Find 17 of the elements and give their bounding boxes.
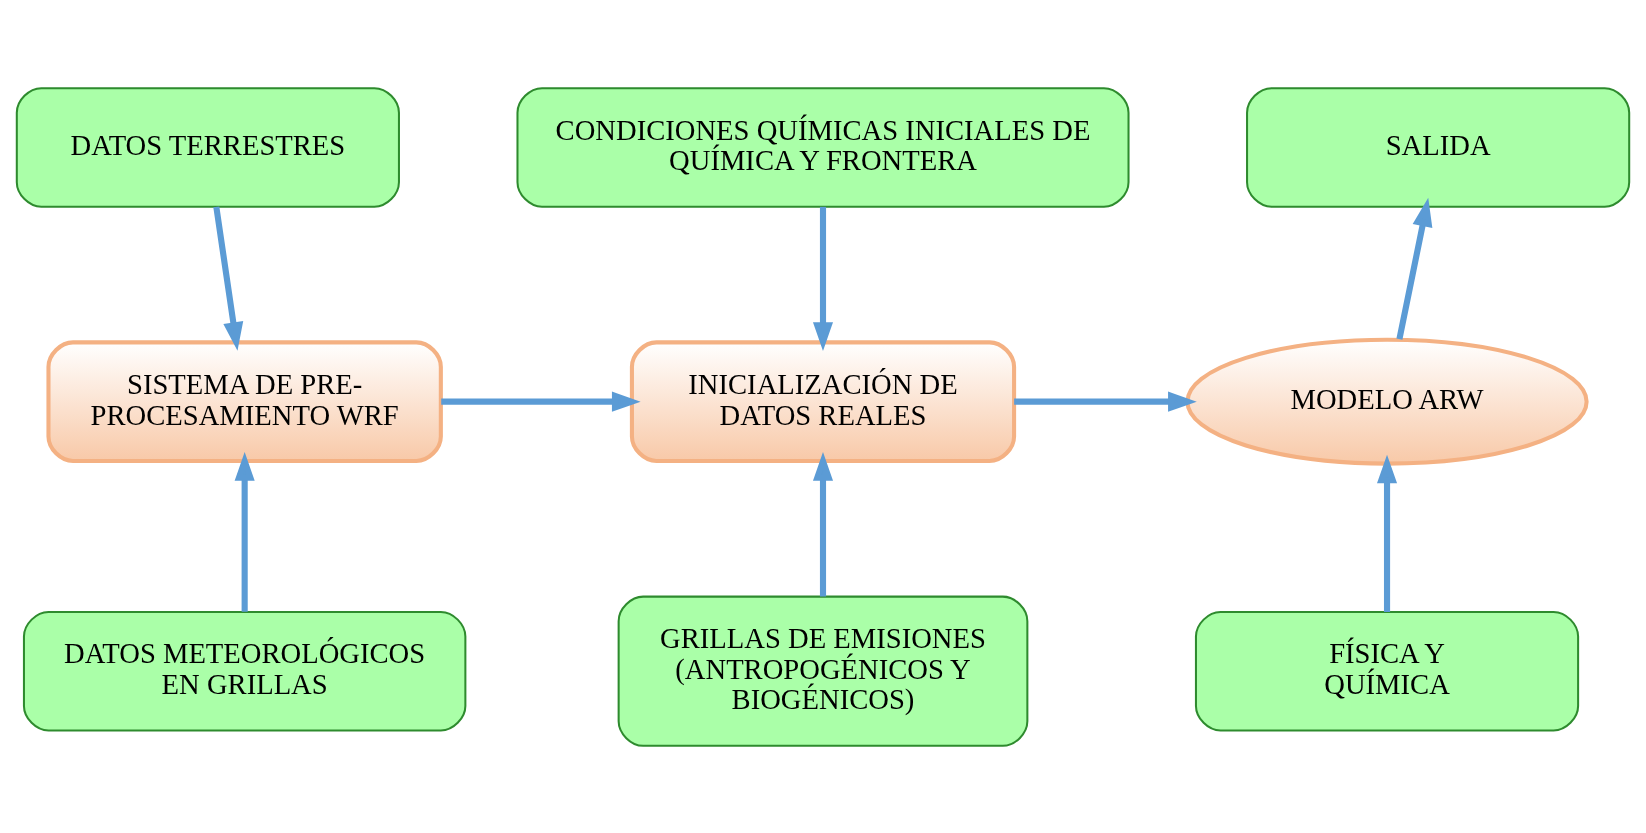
arrow <box>812 451 834 596</box>
node-box: INICIALIZACIÓN DE DATOS REALES <box>629 339 1017 463</box>
node-box: SALIDA <box>1246 86 1631 208</box>
arrow <box>812 206 834 351</box>
arrow <box>234 451 255 612</box>
node-box: GRILLAS DE EMISIONES (ANTROPOGÉNICOS Y BIOGÉNICOS) <box>617 595 1029 747</box>
arrow <box>441 391 641 412</box>
arrow <box>1014 391 1197 412</box>
arrow <box>1396 197 1433 340</box>
node-box: DATOS METEOROLÓGICOS EN GRILLAS <box>22 610 467 731</box>
node-box: FÍSICA Y QUÍMICA <box>1194 610 1580 731</box>
arrow <box>1377 454 1398 612</box>
node-box: CONDICIONES QUÍMICAS INICIALES DE QUÍMICA Y FRONTERA <box>516 86 1130 208</box>
arrow <box>213 205 244 351</box>
node-box: DATOS TERRESTRES <box>15 86 400 208</box>
node-box: SISTEMA DE PRE-PROCESAMIENTO WRF <box>46 339 443 463</box>
node-ellipse: MODELO ARW <box>1185 337 1589 466</box>
